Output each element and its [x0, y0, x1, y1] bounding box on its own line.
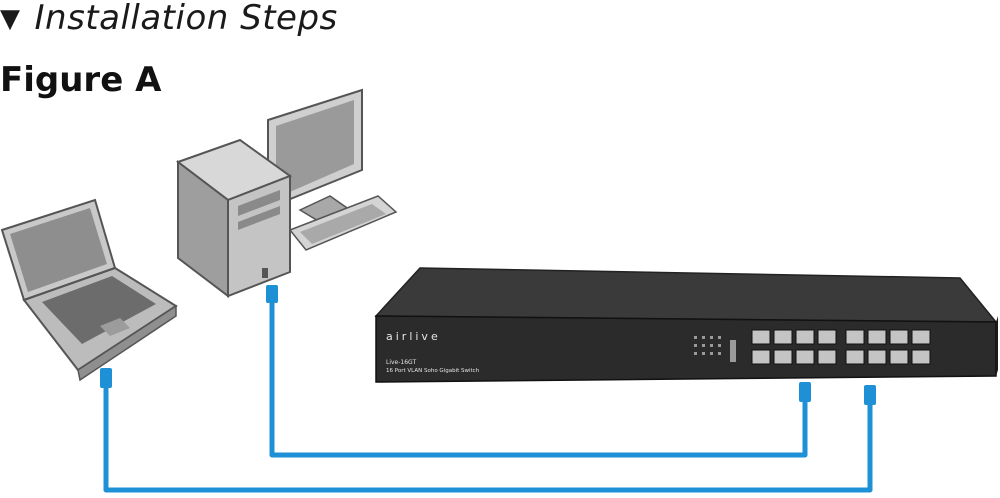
cable-connectors [100, 285, 876, 405]
cable-desktop-to-switch [269, 300, 808, 458]
triangle-down-icon: ▼ [0, 4, 21, 34]
ethernet-cable-icon [103, 300, 873, 493]
section-heading-text: Installation Steps [34, 0, 338, 38]
switch-brand: airlive [386, 330, 441, 343]
cable-laptop-to-switch [103, 378, 873, 493]
laptop-icon [0, 198, 178, 382]
switch-description: 16 Port VLAN Soho Gigabit Switch [386, 368, 480, 374]
desktop-computer-icon [175, 88, 398, 299]
section-heading: ▼ Installation Steps [0, 0, 338, 37]
network-switch-icon: airlive Live-16GT 16 Port VLAN Soho Giga… [374, 267, 998, 383]
figure-label: Figure A [0, 60, 162, 100]
switch-model: Live-16GT [386, 359, 416, 366]
